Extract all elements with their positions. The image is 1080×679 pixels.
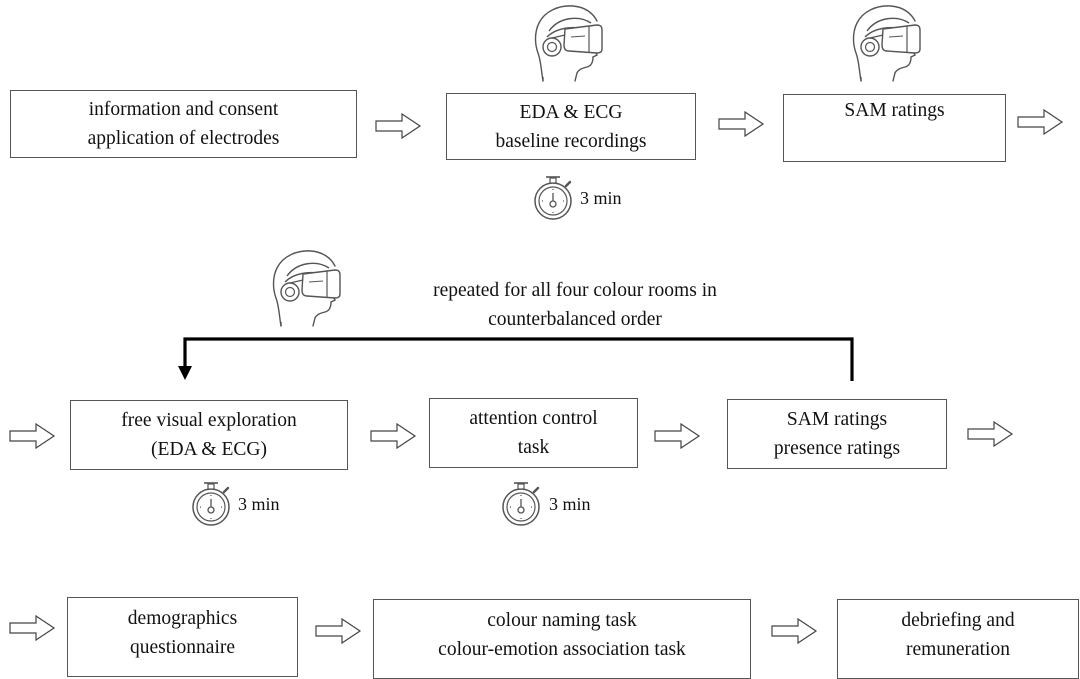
step-demographics-questionnaire: demographics questionnaire: [67, 597, 298, 677]
step-line: information and consent: [88, 99, 279, 120]
step-sam-presence-ratings: SAM ratings presence ratings: [727, 399, 947, 469]
step-line: (EDA & ECG): [151, 439, 267, 460]
step-line: EDA & ECG: [519, 101, 623, 123]
arrow-row2-2: [654, 423, 700, 449]
step-line: presence ratings: [773, 438, 901, 459]
repeat-loop-line: [183, 337, 854, 381]
vr-headset-icon-row1-b: [852, 5, 921, 82]
step-line: colour-emotion association task: [438, 639, 686, 660]
arrow-row3-in: [9, 615, 55, 641]
arrow-row1-3: [1017, 109, 1063, 135]
arrow-row3-1: [315, 618, 361, 644]
step-line: free visual exploration: [121, 410, 297, 431]
step-line: baseline recordings: [495, 130, 647, 152]
arrow-row2-1: [370, 423, 416, 449]
step-line: remuneration: [906, 639, 1010, 660]
arrow-row3-2: [771, 618, 817, 644]
step-line: colour naming task: [487, 610, 637, 631]
step-free-visual-exploration: free visual exploration (EDA & ECG): [70, 400, 348, 470]
timer-label-row2-b: 3 min: [549, 494, 591, 514]
step-line: questionnaire: [129, 637, 236, 658]
stopwatch-icon-row2-b: [501, 481, 541, 527]
step-line: application of electrodes: [87, 128, 280, 149]
step-line: task: [517, 437, 550, 458]
step-line: attention control: [469, 408, 598, 429]
arrow-row2-out: [967, 421, 1013, 447]
arrow-row2-in: [9, 423, 55, 449]
step-sam-ratings-baseline: SAM ratings: [783, 94, 1006, 162]
step-line: SAM ratings: [786, 409, 888, 430]
step-attention-control-task: attention control task: [429, 398, 638, 468]
step-colour-tasks: colour naming task colour-emotion associ…: [373, 599, 751, 679]
stopwatch-icon-row1: [533, 175, 573, 221]
repeat-caption: repeated for all four colour rooms in co…: [380, 276, 770, 334]
step-line: demographics: [127, 608, 238, 629]
repeat-loop-arrowhead: [178, 366, 192, 380]
step-line: debriefing and: [901, 610, 1015, 631]
stopwatch-icon-row2-a: [191, 481, 231, 527]
repeat-caption-line2: counterbalanced order: [488, 309, 662, 330]
step-line: SAM ratings: [844, 100, 945, 121]
repeat-caption-line1: repeated for all four colour rooms in: [433, 280, 717, 301]
timer-label-row2-a: 3 min: [238, 494, 280, 514]
step-baseline-recordings: EDA & ECG baseline recordings: [446, 93, 696, 160]
timer-label-row1: 3 min: [580, 188, 622, 208]
vr-headset-icon-row1-a: [534, 5, 603, 82]
arrow-row1-2: [718, 111, 764, 137]
arrow-row1-1: [375, 113, 421, 139]
step-information-consent: information and consent application of e…: [10, 90, 357, 158]
vr-headset-icon-row2: [272, 250, 341, 327]
step-debriefing-remuneration: debriefing and remuneration: [837, 599, 1079, 679]
